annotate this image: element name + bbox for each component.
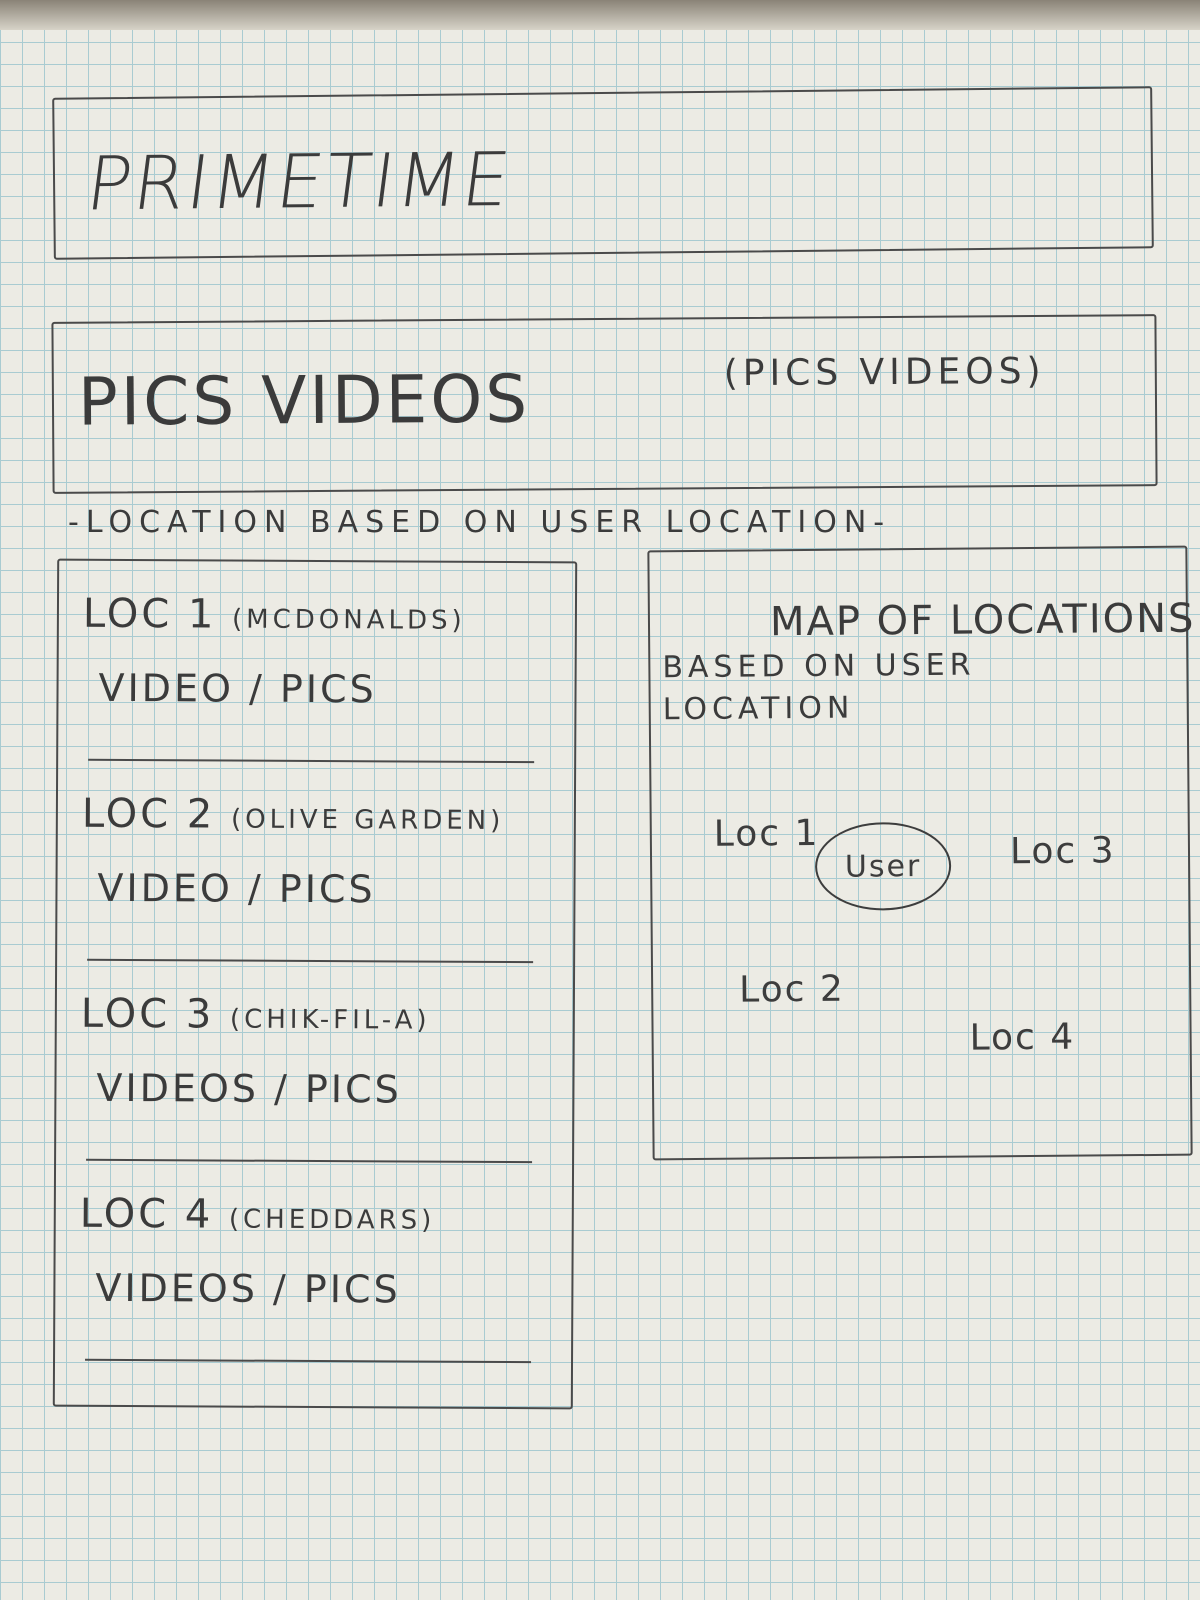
location-name: Loc 3 (Chik-fil-A) [81,991,431,1039]
location-name: Loc 1 (McDonalds) [83,591,466,639]
divider [85,1358,532,1364]
location-label: Loc 2 [81,790,216,838]
location-label: Loc 3 [80,990,215,1038]
map-pin-loc3[interactable]: Loc 3 [1009,830,1116,873]
map-subtitle: based on user [662,647,976,686]
user-marker-label: User [844,848,922,885]
banner-media-label: Pics Videos [77,360,531,441]
location-item-2[interactable]: Loc 2 (Olive Garden) Video / Pics [57,761,574,964]
user-location-marker: User [814,821,952,911]
location-item-3[interactable]: Loc 3 (Chik-fil-A) Videos / Pics [56,961,573,1164]
map-pin-loc1[interactable]: Loc 1 [713,812,820,855]
app-header: PrimeTime [52,86,1154,260]
banner-media-note: (Pics Videos) [723,350,1046,395]
location-brand: (Chik-fil-A) [229,1004,431,1036]
location-name: Loc 4 (Cheddars) [80,1191,436,1239]
location-caption: -Location based on user location- [68,505,892,540]
location-name: Loc 2 (Olive Garden) [82,791,505,839]
media-banner[interactable]: Pics Videos (Pics Videos) [51,314,1158,494]
app-title[interactable]: PrimeTime [81,136,517,228]
location-brand: (Olive Garden) [230,804,505,836]
location-brand: (Cheddars) [228,1204,436,1236]
location-media-link[interactable]: Videos / Pics [95,1265,401,1312]
location-media-link[interactable]: Video / Pics [97,865,376,912]
location-label: Loc 1 [82,590,217,638]
map-pin-loc4[interactable]: Loc 4 [969,1016,1076,1059]
location-label: Loc 4 [79,1190,214,1238]
page-top-edge [0,0,1200,30]
map-panel[interactable]: Map of Locations based on user location … [647,545,1196,1161]
location-media-link[interactable]: Video / Pics [98,665,377,712]
location-brand: (McDonalds) [231,604,466,636]
location-item-4[interactable]: Loc 4 (Cheddars) Videos / Pics [55,1161,572,1364]
map-title: Map of Locations [769,595,1196,646]
location-media-link[interactable]: Videos / Pics [96,1065,402,1112]
map-pin-loc2[interactable]: Loc 2 [739,968,845,1011]
map-subtitle: location [662,690,855,728]
location-list: Loc 1 (McDonalds) Video / Pics Loc 2 (Ol… [52,558,578,1410]
location-item-1[interactable]: Loc 1 (McDonalds) Video / Pics [58,561,575,764]
